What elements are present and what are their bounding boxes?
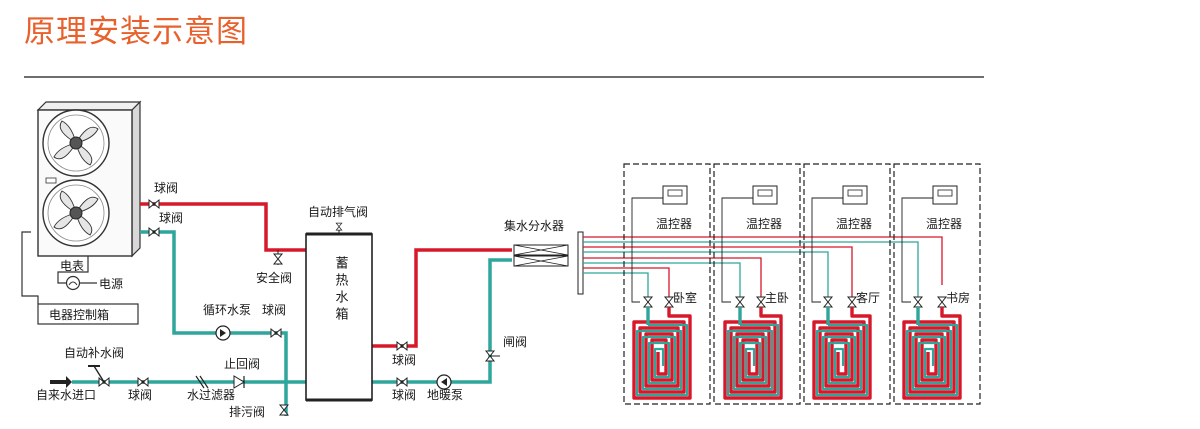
ball-valve-icon (148, 227, 160, 237)
page-title: 原理安装示意图 (24, 14, 248, 50)
room-name: 卧室 (673, 290, 697, 305)
electric-meter-label: 电表 (60, 259, 84, 273)
thermostat-wiring (631, 197, 933, 303)
fan-icon (42, 109, 110, 177)
room-zone (623, 163, 981, 405)
floor-heating-pump-icon (436, 374, 452, 390)
manifold-icon (513, 231, 584, 295)
circulation-pump-icon (215, 325, 231, 341)
ball-valve-icon (396, 377, 408, 387)
ball-valve-label: 球阀 (392, 388, 416, 402)
thermostat-label: 温控器 (656, 217, 692, 231)
thermostat-label: 温控器 (926, 217, 962, 231)
fan-icon (42, 179, 110, 247)
thermostat-icon (662, 185, 958, 205)
ball-valve-icon (270, 328, 282, 338)
drain-valve-label: 排污阀 (229, 405, 265, 419)
check-valve-icon (233, 375, 245, 389)
gate-valve-icon (485, 350, 500, 362)
title-divider (24, 76, 984, 78)
hot-water-pipes (140, 202, 512, 348)
ball-valve-label: 球阀 (128, 388, 152, 402)
floor-heating-coil (632, 307, 962, 400)
manifold-label: 集水分水器 (504, 218, 564, 233)
ball-valve-label: 球阀 (392, 353, 416, 367)
ball-valve-icon (137, 377, 149, 387)
thermostat-screen (667, 189, 953, 197)
heat-pump-unit (36, 100, 142, 258)
safety-valve-icon (273, 250, 283, 265)
control-box (37, 303, 139, 325)
ball-valve-label: 球阀 (154, 181, 178, 195)
check-valve-label: 止回阀 (224, 357, 260, 371)
auto-vent-valve-label: 自动排气阀 (308, 204, 368, 219)
safety-valve-label: 安全阀 (256, 270, 292, 285)
storage-tank (305, 233, 373, 401)
ball-valve-label: 球阀 (262, 303, 286, 317)
floor-heating-return-coil (635, 323, 959, 397)
room-name: 客厅 (856, 290, 880, 305)
water-filter-label: 水过滤器 (187, 388, 235, 402)
ball-valve-label: 球阀 (159, 211, 183, 225)
tap-water-inlet-label: 自来水进口 (36, 388, 96, 402)
power-supply-label: 电源 (99, 277, 123, 291)
control-box-label: 电器控制箱 (49, 307, 109, 322)
auto-refill-valve-icon (88, 365, 110, 387)
room-name: 主卧 (765, 291, 789, 305)
thermostat-label: 温控器 (836, 217, 872, 231)
electrical-wiring (21, 231, 97, 304)
ball-valve-icon (148, 199, 160, 209)
thermostat-label: 温控器 (746, 217, 782, 231)
auto-vent-valve-icon (335, 222, 343, 234)
gate-valve-label: 闸阀 (503, 335, 527, 349)
ball-valve-icon (396, 341, 408, 351)
water-filter-icon (195, 375, 209, 389)
return-water-pipes (72, 230, 512, 416)
inlet-arrow-icon (50, 376, 72, 388)
storage-tank-label: 蓄热水箱 (333, 256, 349, 324)
room-name: 书房 (946, 290, 970, 305)
distribution-pipes (583, 236, 943, 297)
circulation-pump-label: 循环水泵 (203, 303, 251, 317)
auto-refill-valve-label: 自动补水阀 (64, 346, 124, 360)
floor-heating-pump-label: 地暖泵 (427, 388, 463, 402)
